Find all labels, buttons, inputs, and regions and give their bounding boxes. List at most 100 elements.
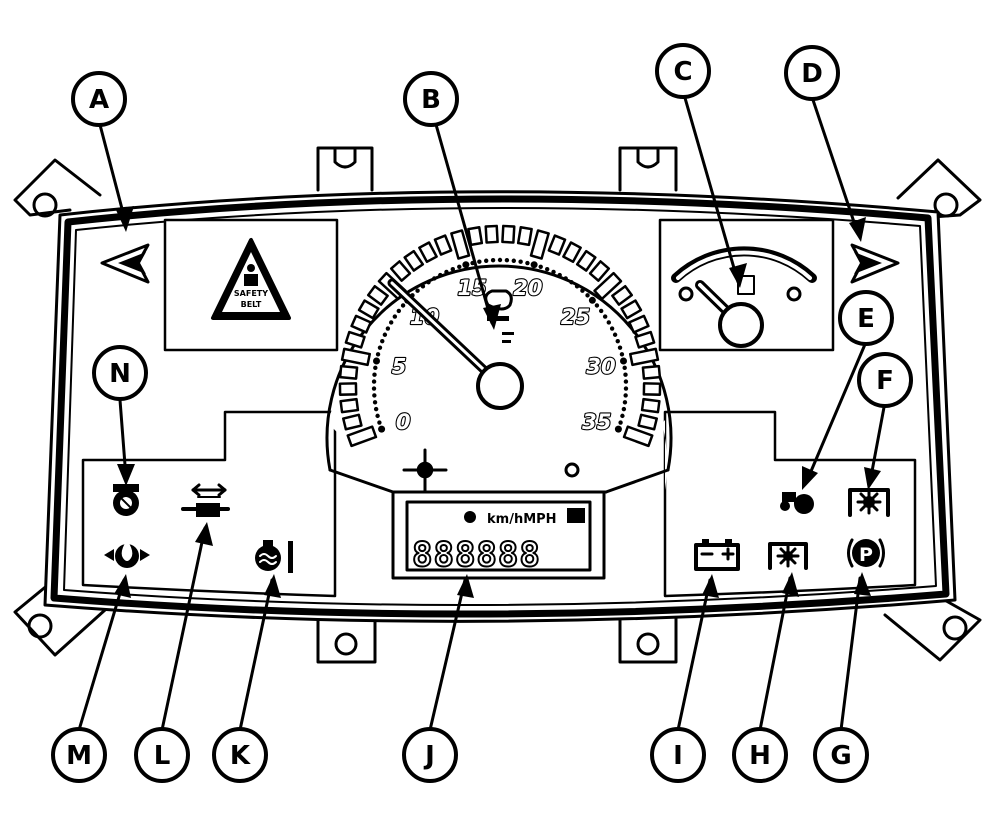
dial-speed-label: 25 bbox=[561, 305, 590, 329]
dial-minor-dot bbox=[594, 303, 600, 308]
dial-segment-block bbox=[339, 397, 360, 414]
dial-minor-dot bbox=[490, 257, 496, 263]
dial-minor-dot bbox=[618, 420, 623, 425]
callout-k: K bbox=[212, 727, 268, 783]
dial-minor-dot bbox=[530, 261, 538, 269]
callout-letter: C bbox=[673, 57, 692, 87]
callout-j: J bbox=[402, 727, 458, 783]
callout-c: C bbox=[655, 43, 711, 99]
callout-a: A bbox=[71, 71, 127, 127]
dial-minor-dot bbox=[569, 280, 574, 285]
callout-g: G bbox=[813, 727, 869, 783]
dial-segment-block bbox=[642, 382, 662, 396]
dial-minor-dot bbox=[620, 357, 628, 365]
dial-segment-block bbox=[357, 299, 380, 320]
callout-letter: D bbox=[801, 59, 823, 89]
dial-segment-block bbox=[611, 285, 634, 306]
dial-minor-dot bbox=[444, 269, 449, 275]
park-brake-icon: P bbox=[847, 538, 885, 568]
callout-letter: J bbox=[423, 741, 435, 771]
dial-segment-block bbox=[484, 224, 499, 244]
dial-minor-dot bbox=[377, 420, 382, 425]
dial-minor-dot bbox=[609, 326, 615, 331]
dial-segment-block bbox=[340, 347, 371, 367]
crosshair-marker bbox=[402, 448, 580, 494]
callout-letter: G bbox=[830, 741, 851, 771]
dial-minor-dot bbox=[462, 261, 470, 269]
dial-segment-block bbox=[641, 364, 662, 380]
callout-letter: F bbox=[876, 366, 894, 396]
dial-segment-block bbox=[338, 382, 358, 396]
dial-segment-block bbox=[634, 330, 656, 349]
dial-minor-dot bbox=[396, 308, 402, 314]
dial-minor-dot bbox=[574, 284, 580, 289]
engine-warning-icon bbox=[113, 484, 139, 516]
dial-minor-dot bbox=[622, 365, 627, 371]
dial-minor-dot bbox=[585, 293, 590, 298]
dial-segment-block bbox=[389, 260, 412, 282]
dial-minor-dot bbox=[388, 320, 394, 325]
dial-speed-label: 5 bbox=[392, 355, 407, 379]
dial-minor-dot bbox=[602, 314, 608, 319]
callout-letter: K bbox=[230, 741, 251, 771]
dial-segment-block bbox=[350, 314, 372, 334]
callout-e: E bbox=[838, 290, 894, 346]
dial-segment-block bbox=[588, 260, 611, 282]
dial-segment-block bbox=[342, 413, 363, 431]
dial-segment-block bbox=[529, 229, 550, 260]
dial-segment-block bbox=[501, 224, 516, 244]
dial-minor-dot bbox=[380, 338, 385, 344]
dial-minor-dot bbox=[511, 258, 516, 263]
dial-minor-dot bbox=[619, 352, 625, 357]
dial-segment-block bbox=[366, 285, 389, 306]
callout-h: H bbox=[732, 727, 788, 783]
dial-minor-dot bbox=[432, 276, 437, 281]
dial-minor-dots bbox=[371, 257, 629, 433]
dial-segment-block bbox=[620, 299, 643, 320]
svg-text:P: P bbox=[859, 544, 873, 566]
dial-minor-dot bbox=[372, 357, 380, 365]
dial-minor-dot bbox=[450, 266, 455, 272]
decal-line-1: SAFETY bbox=[234, 289, 268, 298]
callout-letter: I bbox=[673, 741, 683, 771]
dial-minor-dot bbox=[372, 400, 378, 405]
dial-segment-block bbox=[622, 425, 654, 448]
display-units-label: km/hMPH bbox=[487, 512, 557, 527]
speedometer-needle bbox=[387, 278, 524, 410]
dial-minor-dot bbox=[375, 413, 380, 419]
dial-segment-block bbox=[338, 364, 359, 380]
dial-minor-dot bbox=[400, 303, 406, 308]
dial-segment-block bbox=[403, 249, 425, 272]
dial-segment-block bbox=[628, 314, 650, 334]
dial-minor-dot bbox=[622, 400, 628, 405]
dial-minor-dot bbox=[373, 365, 378, 371]
dial-minor-dot bbox=[606, 320, 612, 325]
dial-minor-dot bbox=[377, 345, 383, 350]
leader-arrowheads bbox=[114, 206, 881, 598]
dial-minor-dot bbox=[378, 425, 386, 433]
coolant-temperature-icon bbox=[255, 540, 293, 573]
callout-letter: B bbox=[421, 85, 441, 115]
dial-minor-dot bbox=[420, 284, 426, 289]
dial-minor-dot bbox=[623, 372, 628, 377]
dial-speed-label: 30 bbox=[586, 355, 615, 379]
dial-minor-dot bbox=[375, 352, 381, 357]
dial-segment-blocks bbox=[338, 224, 662, 448]
battery-icon bbox=[694, 539, 740, 571]
dial-speed-label: 35 bbox=[582, 410, 611, 434]
dial-minor-dot bbox=[563, 276, 568, 281]
dial-minor-dot bbox=[484, 258, 489, 263]
dial-minor-dot bbox=[382, 332, 388, 337]
dial-minor-dot bbox=[373, 406, 379, 412]
dial-minor-dot bbox=[615, 338, 620, 344]
dial-segment-block bbox=[637, 413, 658, 431]
oil-pressure-icon bbox=[104, 540, 150, 568]
dial-minor-dot bbox=[426, 280, 431, 285]
mounting-ears bbox=[13, 146, 982, 664]
dial-minor-dot bbox=[415, 288, 420, 293]
dial-segment-block bbox=[450, 229, 471, 260]
dial-segment-block bbox=[562, 241, 582, 264]
dial-minor-dot bbox=[497, 257, 503, 263]
